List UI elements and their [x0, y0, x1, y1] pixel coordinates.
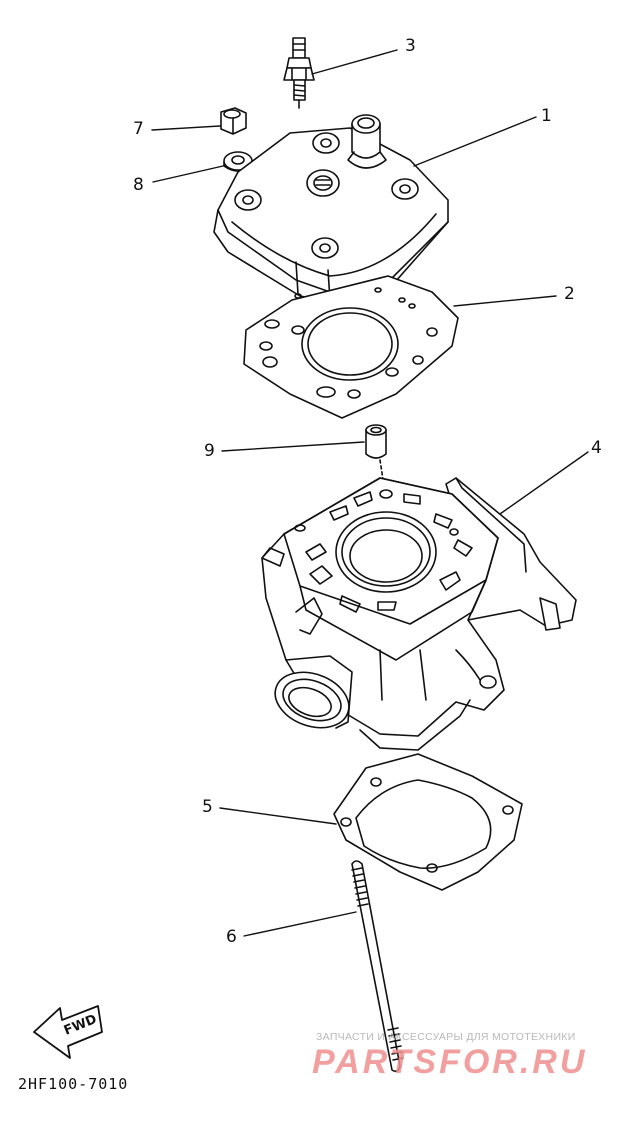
cylinder-head-part	[213, 114, 449, 303]
leader-2	[453, 295, 557, 307]
callout-9: 9	[204, 441, 215, 461]
base-gasket-part	[333, 753, 523, 891]
head-gasket-part	[243, 275, 459, 419]
leader-9	[221, 441, 365, 452]
leader-6	[243, 911, 357, 937]
watermark-text: ЗАПЧАСТИ И АКСЕССУАРЫ ДЛЯ МОТОТЕХНИКИ	[316, 1031, 576, 1043]
callout-2: 2	[564, 284, 575, 304]
watermark-logo: PARTSFOR.RU	[312, 1043, 588, 1081]
dowel-pin-part	[365, 424, 387, 487]
leader-4	[499, 451, 589, 515]
callout-4: 4	[591, 438, 602, 458]
callout-7: 7	[133, 119, 144, 139]
cylinder-part	[261, 477, 577, 751]
leader-3	[311, 49, 398, 75]
callout-5: 5	[202, 797, 213, 817]
leader-8	[152, 165, 224, 183]
leader-lines	[151, 49, 589, 937]
callout-6: 6	[226, 927, 237, 947]
callout-8: 8	[133, 175, 144, 195]
fwd-arrow-icon: FWD	[33, 1005, 103, 1059]
callout-3: 3	[405, 36, 416, 56]
stud-bolt-part	[351, 860, 404, 1073]
leader-5	[219, 807, 337, 825]
spark-plug-part	[283, 37, 315, 109]
callout-1: 1	[541, 106, 552, 126]
diagram-code: 2HF100-7010	[18, 1075, 129, 1093]
cap-nut-part	[220, 107, 247, 135]
leader-7	[151, 125, 221, 131]
leader-1	[413, 116, 537, 167]
